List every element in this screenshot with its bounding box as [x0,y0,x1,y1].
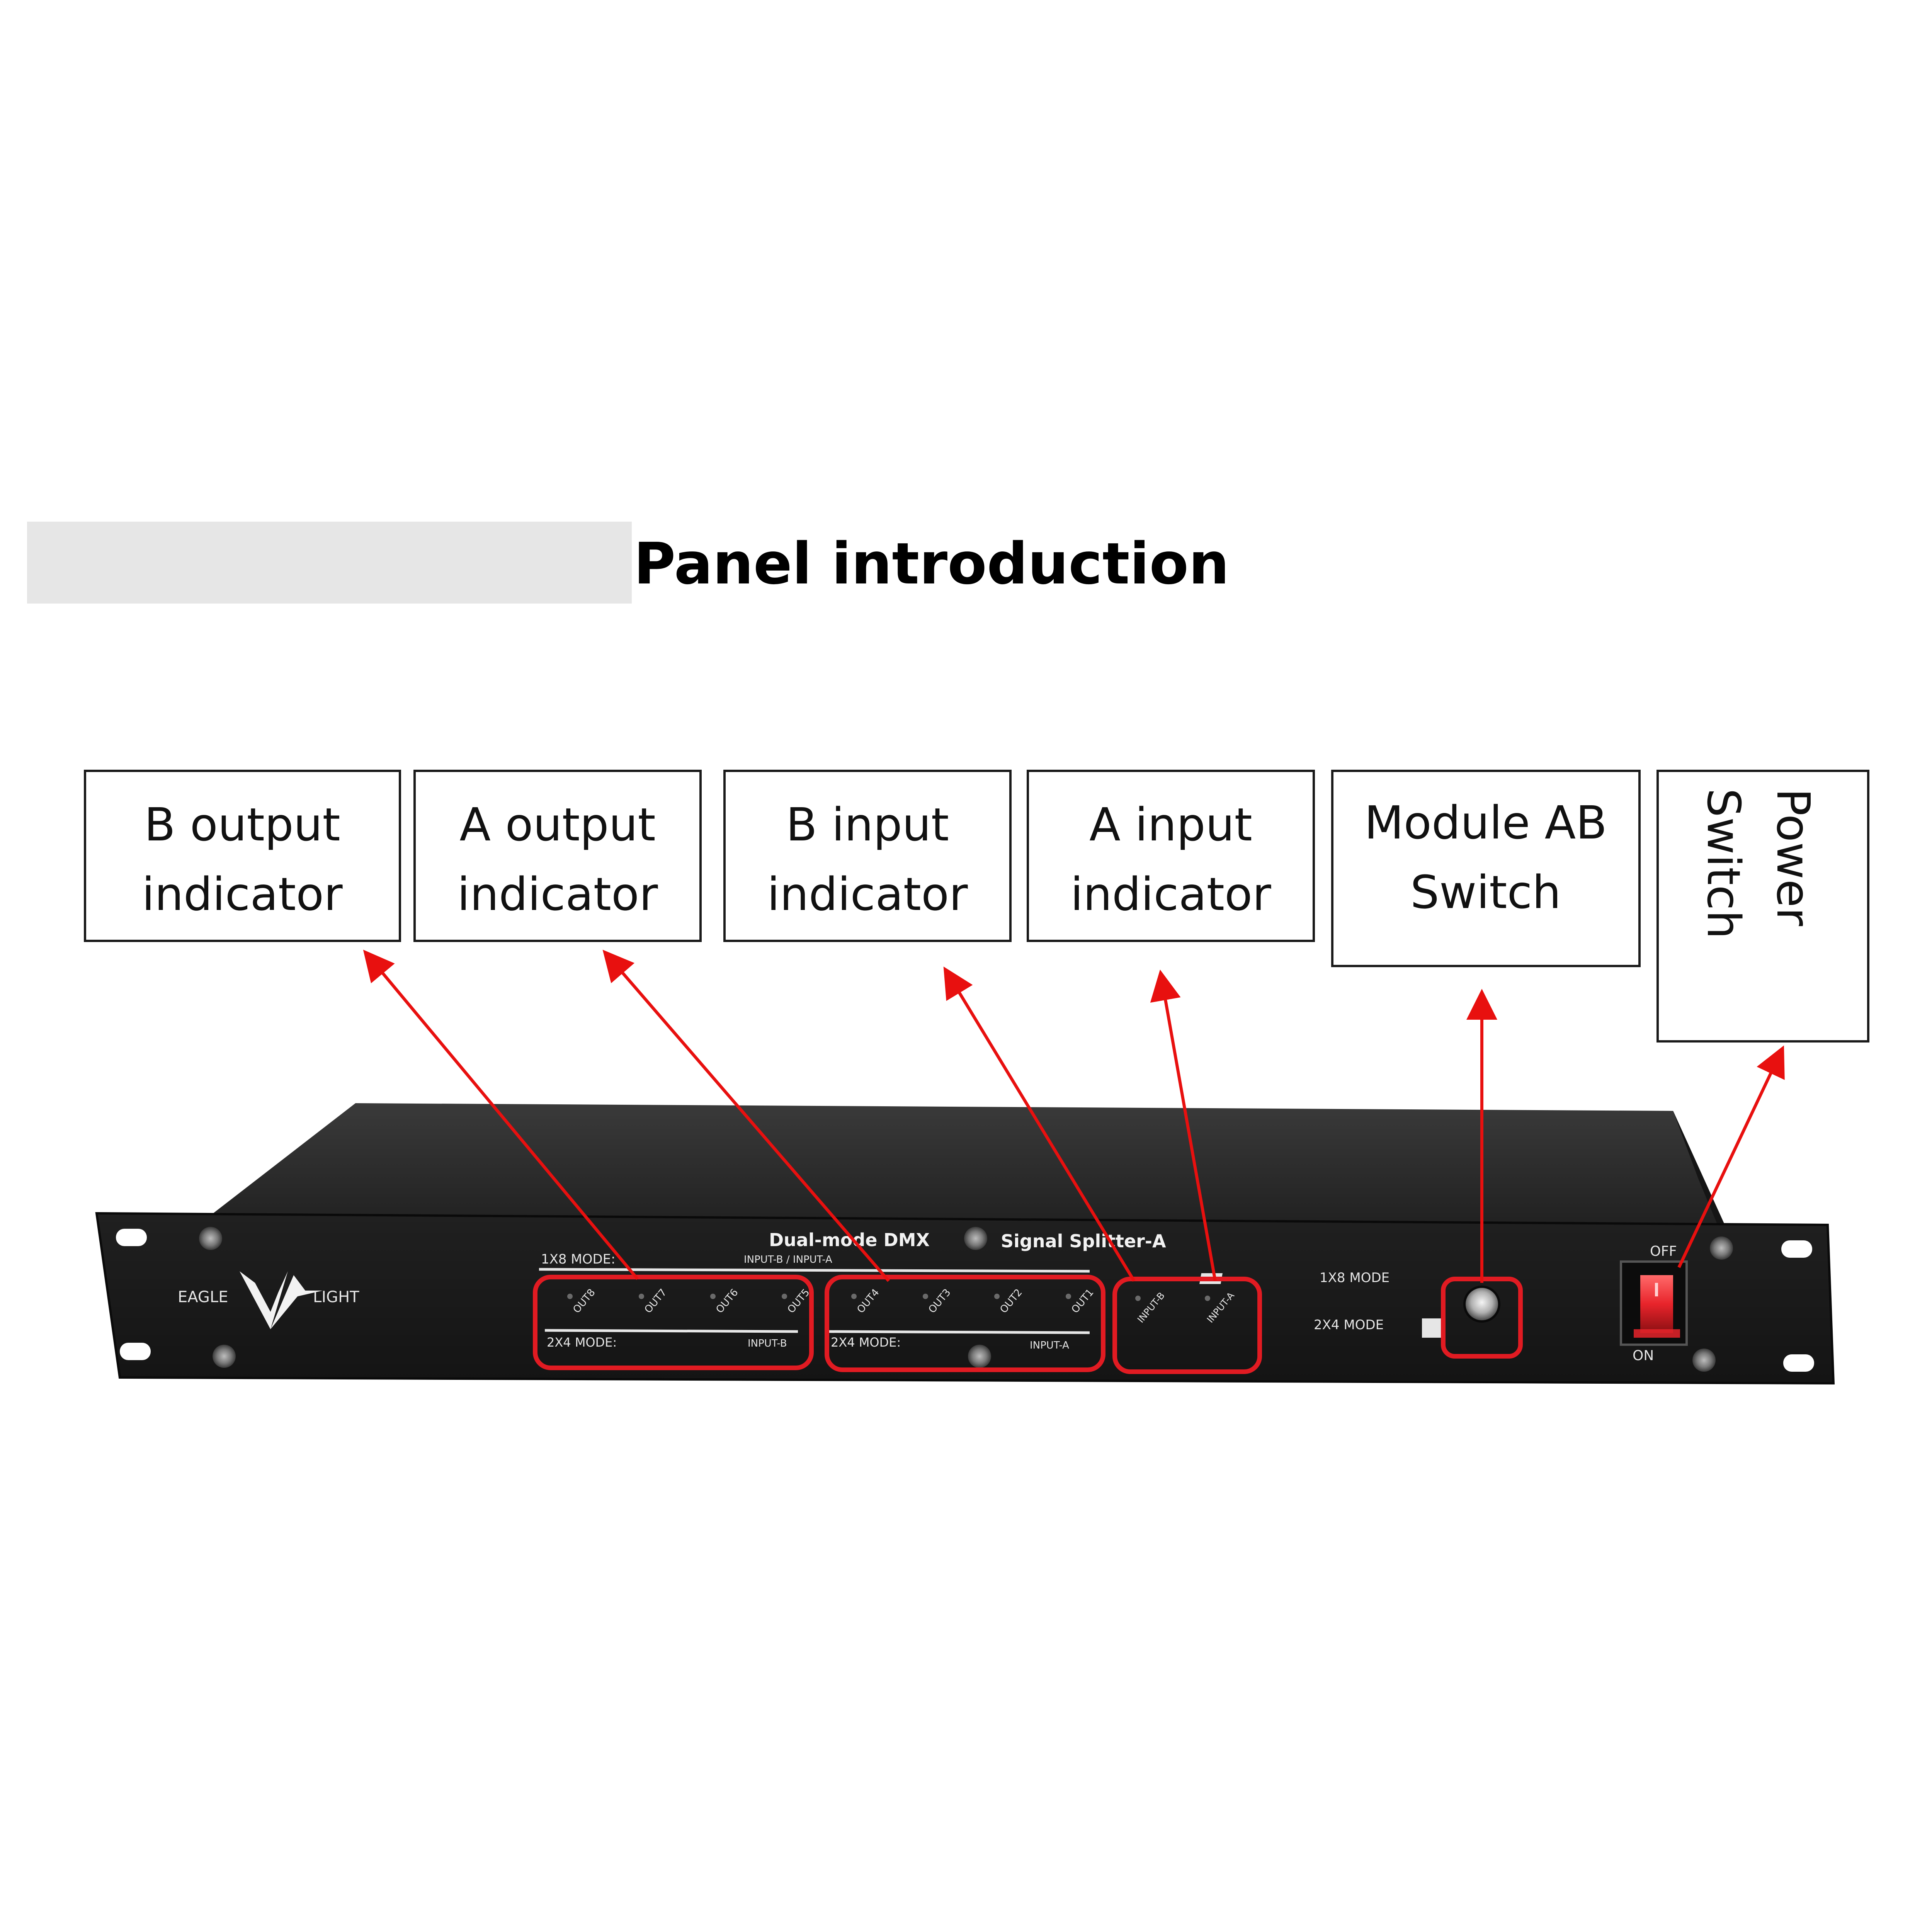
rack-slot [1781,1240,1812,1258]
rack-slot [116,1229,147,1246]
screw [968,1345,991,1368]
callout-b-input: B input indicator [723,770,1012,942]
callout-module-switch-line1: Module AB [1364,796,1607,849]
led-out6 [710,1294,716,1299]
callout-a-output-line1: A output [459,798,655,851]
led-out3 [923,1294,928,1299]
input-b-a-label: INPUT-B / INPUT-A [744,1254,832,1265]
callout-a-input: A input indicator [1027,770,1315,942]
led-input-a [1205,1296,1210,1301]
power-on-label: ON [1633,1348,1654,1364]
callout-a-output: A output indicator [413,770,702,942]
callout-b-input-line1: B input [786,798,949,851]
logo-emblem [240,1271,323,1329]
arrow-a-input [1150,969,1217,1281]
screw [199,1227,222,1250]
arrow-b-input [943,966,1136,1282]
led-out7 [639,1294,644,1299]
callout-b-output-line2: indicator [142,867,343,921]
page-title: Panel introduction [634,531,1229,597]
device-side [1673,1111,1729,1248]
callout-b-input-line2: indicator [767,867,968,921]
screw [1710,1236,1733,1260]
device-front-panel [95,1212,1835,1385]
device-title-right: Signal Splitter-A [1001,1231,1166,1252]
rack-slot [1783,1354,1814,1372]
callout-power-switch-line1: Power [1767,788,1820,926]
eagle-light-logo: EAGLE LIGHT [178,1271,359,1329]
mode-2x4-rule-a [828,1330,1090,1334]
led-input-b [1135,1296,1141,1301]
callout-power-switch-line2: Switch [1697,788,1750,939]
callout-a-output-line2: indicator [457,867,658,921]
highlight-inputs [1112,1277,1262,1374]
callout-module-switch: Module AB Switch [1331,770,1641,967]
power-off-label: OFF [1650,1243,1677,1259]
screw [964,1227,987,1250]
led-out2 [994,1294,1000,1299]
arrow-a-output [602,949,890,1282]
mode-2x4-rule-b [544,1329,798,1333]
logo-left-text: EAGLE [178,1288,228,1306]
switch-mode-2x4-label: 2X4 MODE [1314,1317,1384,1333]
callout-b-output: B output indicator [84,770,401,942]
mode-1x8-label: 1X8 MODE: [541,1252,616,1267]
callout-a-input-line1: A input [1089,798,1252,851]
device-title-left: Dual-mode DMX [769,1230,930,1250]
callout-module-switch-line2: Switch [1410,866,1561,919]
arrow-b-output [363,949,639,1280]
rack-slot [120,1343,151,1360]
module-ab-switch-knob[interactable] [1463,1286,1500,1323]
led-out8 [567,1294,573,1299]
arrow-power-switch [1677,1045,1785,1268]
screw [213,1345,236,1368]
highlight-b-output [533,1275,814,1370]
mode-2x4-label-b: 2X4 MODE: [547,1335,617,1350]
input-a-group-label: INPUT-A [1030,1340,1069,1351]
input-b-group-label: INPUT-B [748,1338,787,1349]
pointer-arrows [363,949,1785,1283]
callout-a-input-line2: indicator [1070,867,1271,921]
title-bar [27,522,632,604]
callout-power-switch: Power Switch [1656,770,1869,1043]
screw [1692,1349,1716,1372]
logo-right-text: LIGHT [313,1288,359,1306]
mode-1x8-rule [539,1268,1090,1273]
callout-b-output-line1: B output [144,798,340,851]
mode-2x4-label-a: 2X4 MODE: [831,1335,901,1350]
device-top-cover [193,1103,1729,1235]
led-out1 [1066,1294,1071,1299]
led-out4 [851,1294,857,1299]
led-out5 [782,1294,787,1299]
switch-mode-1x8-label: 1X8 MODE [1320,1270,1389,1286]
highlight-a-output [825,1275,1105,1372]
power-switch[interactable] [1620,1260,1688,1346]
